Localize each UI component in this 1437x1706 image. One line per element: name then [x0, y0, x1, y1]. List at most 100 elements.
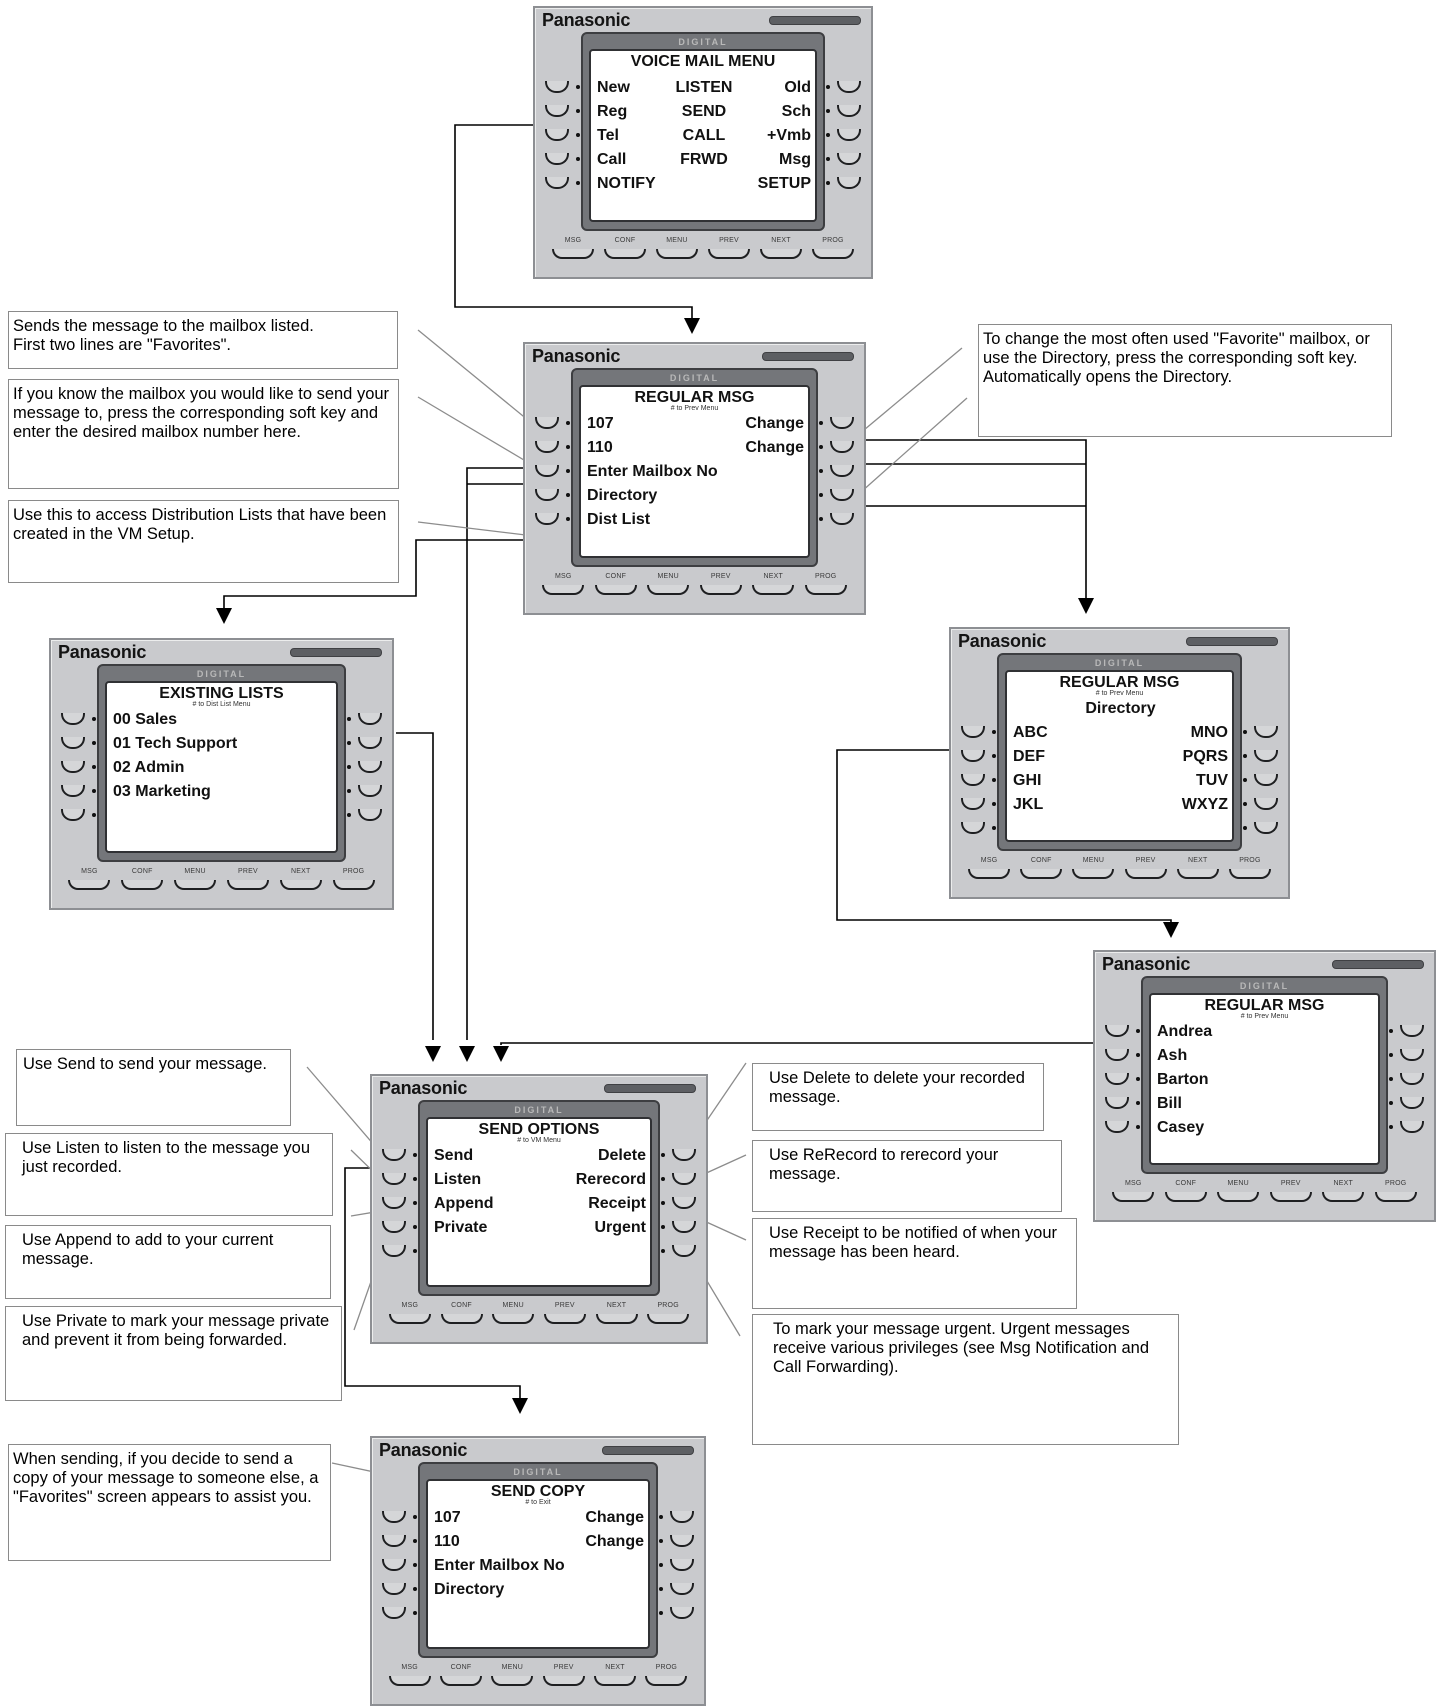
function-key-msg[interactable]	[388, 1314, 431, 1324]
function-key-conf[interactable]	[604, 249, 646, 259]
soft-key-right[interactable]	[830, 441, 854, 453]
soft-key-left[interactable]	[535, 441, 559, 453]
soft-key-right[interactable]	[1400, 1025, 1424, 1037]
soft-key-right[interactable]	[830, 513, 854, 525]
soft-key-left[interactable]	[61, 809, 85, 821]
soft-key-left[interactable]	[61, 785, 85, 797]
function-key-prev[interactable]	[226, 880, 269, 890]
function-key-conf[interactable]	[440, 1314, 483, 1324]
function-key-menu[interactable]	[1217, 1192, 1260, 1202]
function-key-msg[interactable]	[968, 869, 1011, 879]
soft-key-left[interactable]	[545, 105, 569, 117]
soft-key-right[interactable]	[1254, 822, 1278, 834]
soft-key-right[interactable]	[837, 153, 861, 165]
soft-key-right[interactable]	[830, 465, 854, 477]
function-key-msg[interactable]	[1112, 1192, 1155, 1202]
soft-key-right[interactable]	[837, 81, 861, 93]
soft-key-right[interactable]	[1400, 1121, 1424, 1133]
soft-key-right[interactable]	[358, 761, 382, 773]
soft-key-left[interactable]	[382, 1173, 406, 1185]
soft-key-right[interactable]	[1254, 798, 1278, 810]
function-key-conf[interactable]	[1020, 869, 1063, 879]
soft-key-right[interactable]	[670, 1535, 694, 1547]
soft-key-right[interactable]	[670, 1583, 694, 1595]
soft-key-right[interactable]	[1400, 1097, 1424, 1109]
function-key-prog[interactable]	[804, 585, 847, 595]
soft-key-left[interactable]	[961, 774, 985, 786]
function-key-conf[interactable]	[1164, 1192, 1207, 1202]
soft-key-left[interactable]	[535, 417, 559, 429]
soft-key-left[interactable]	[61, 737, 85, 749]
function-key-prev[interactable]	[1124, 869, 1167, 879]
function-key-menu[interactable]	[647, 585, 690, 595]
function-key-prog[interactable]	[645, 1676, 688, 1686]
soft-key-left[interactable]	[382, 1197, 406, 1209]
function-key-prev[interactable]	[542, 1676, 585, 1686]
function-key-next[interactable]	[1176, 869, 1219, 879]
function-key-msg[interactable]	[68, 880, 111, 890]
function-key-next[interactable]	[752, 585, 795, 595]
function-key-prog[interactable]	[647, 1314, 690, 1324]
function-key-prev[interactable]	[1269, 1192, 1312, 1202]
function-key-msg[interactable]	[388, 1676, 431, 1686]
soft-key-right[interactable]	[672, 1245, 696, 1257]
soft-key-right[interactable]	[358, 737, 382, 749]
function-key-conf[interactable]	[121, 880, 164, 890]
soft-key-left[interactable]	[545, 177, 569, 189]
soft-key-left[interactable]	[1105, 1049, 1129, 1061]
soft-key-left[interactable]	[61, 761, 85, 773]
soft-key-right[interactable]	[837, 105, 861, 117]
soft-key-left[interactable]	[1105, 1073, 1129, 1085]
soft-key-left[interactable]	[535, 489, 559, 501]
function-key-next[interactable]	[279, 880, 322, 890]
soft-key-right[interactable]	[358, 713, 382, 725]
soft-key-left[interactable]	[382, 1221, 406, 1233]
soft-key-right[interactable]	[670, 1559, 694, 1571]
soft-key-right[interactable]	[672, 1221, 696, 1233]
soft-key-left[interactable]	[61, 713, 85, 725]
function-key-msg[interactable]	[542, 585, 585, 595]
soft-key-left[interactable]	[382, 1149, 406, 1161]
soft-key-right[interactable]	[1400, 1049, 1424, 1061]
soft-key-left[interactable]	[961, 822, 985, 834]
soft-key-right[interactable]	[1400, 1073, 1424, 1085]
soft-key-left[interactable]	[535, 465, 559, 477]
soft-key-right[interactable]	[837, 177, 861, 189]
function-key-menu[interactable]	[1072, 869, 1115, 879]
soft-key-right[interactable]	[830, 489, 854, 501]
soft-key-right[interactable]	[672, 1173, 696, 1185]
soft-key-left[interactable]	[1105, 1097, 1129, 1109]
soft-key-left[interactable]	[961, 726, 985, 738]
soft-key-right[interactable]	[1254, 774, 1278, 786]
soft-key-right[interactable]	[670, 1607, 694, 1619]
function-key-prev[interactable]	[699, 585, 742, 595]
function-key-prog[interactable]	[812, 249, 854, 259]
soft-key-left[interactable]	[382, 1511, 406, 1523]
soft-key-left[interactable]	[382, 1535, 406, 1547]
function-key-msg[interactable]	[552, 249, 594, 259]
function-key-next[interactable]	[760, 249, 802, 259]
soft-key-right[interactable]	[830, 417, 854, 429]
soft-key-left[interactable]	[1105, 1121, 1129, 1133]
soft-key-left[interactable]	[545, 129, 569, 141]
soft-key-left[interactable]	[961, 798, 985, 810]
soft-key-left[interactable]	[545, 153, 569, 165]
soft-key-right[interactable]	[358, 785, 382, 797]
soft-key-left[interactable]	[382, 1245, 406, 1257]
soft-key-left[interactable]	[961, 750, 985, 762]
soft-key-left[interactable]	[545, 81, 569, 93]
function-key-menu[interactable]	[656, 249, 698, 259]
function-key-menu[interactable]	[174, 880, 217, 890]
soft-key-left[interactable]	[382, 1559, 406, 1571]
function-key-prog[interactable]	[1374, 1192, 1417, 1202]
function-key-menu[interactable]	[491, 1676, 534, 1686]
function-key-menu[interactable]	[492, 1314, 535, 1324]
function-key-prog[interactable]	[1228, 869, 1271, 879]
soft-key-right[interactable]	[672, 1197, 696, 1209]
function-key-conf[interactable]	[440, 1676, 482, 1686]
soft-key-left[interactable]	[1105, 1025, 1129, 1037]
function-key-next[interactable]	[1322, 1192, 1365, 1202]
soft-key-right[interactable]	[837, 129, 861, 141]
soft-key-right[interactable]	[670, 1511, 694, 1523]
function-key-prog[interactable]	[332, 880, 375, 890]
